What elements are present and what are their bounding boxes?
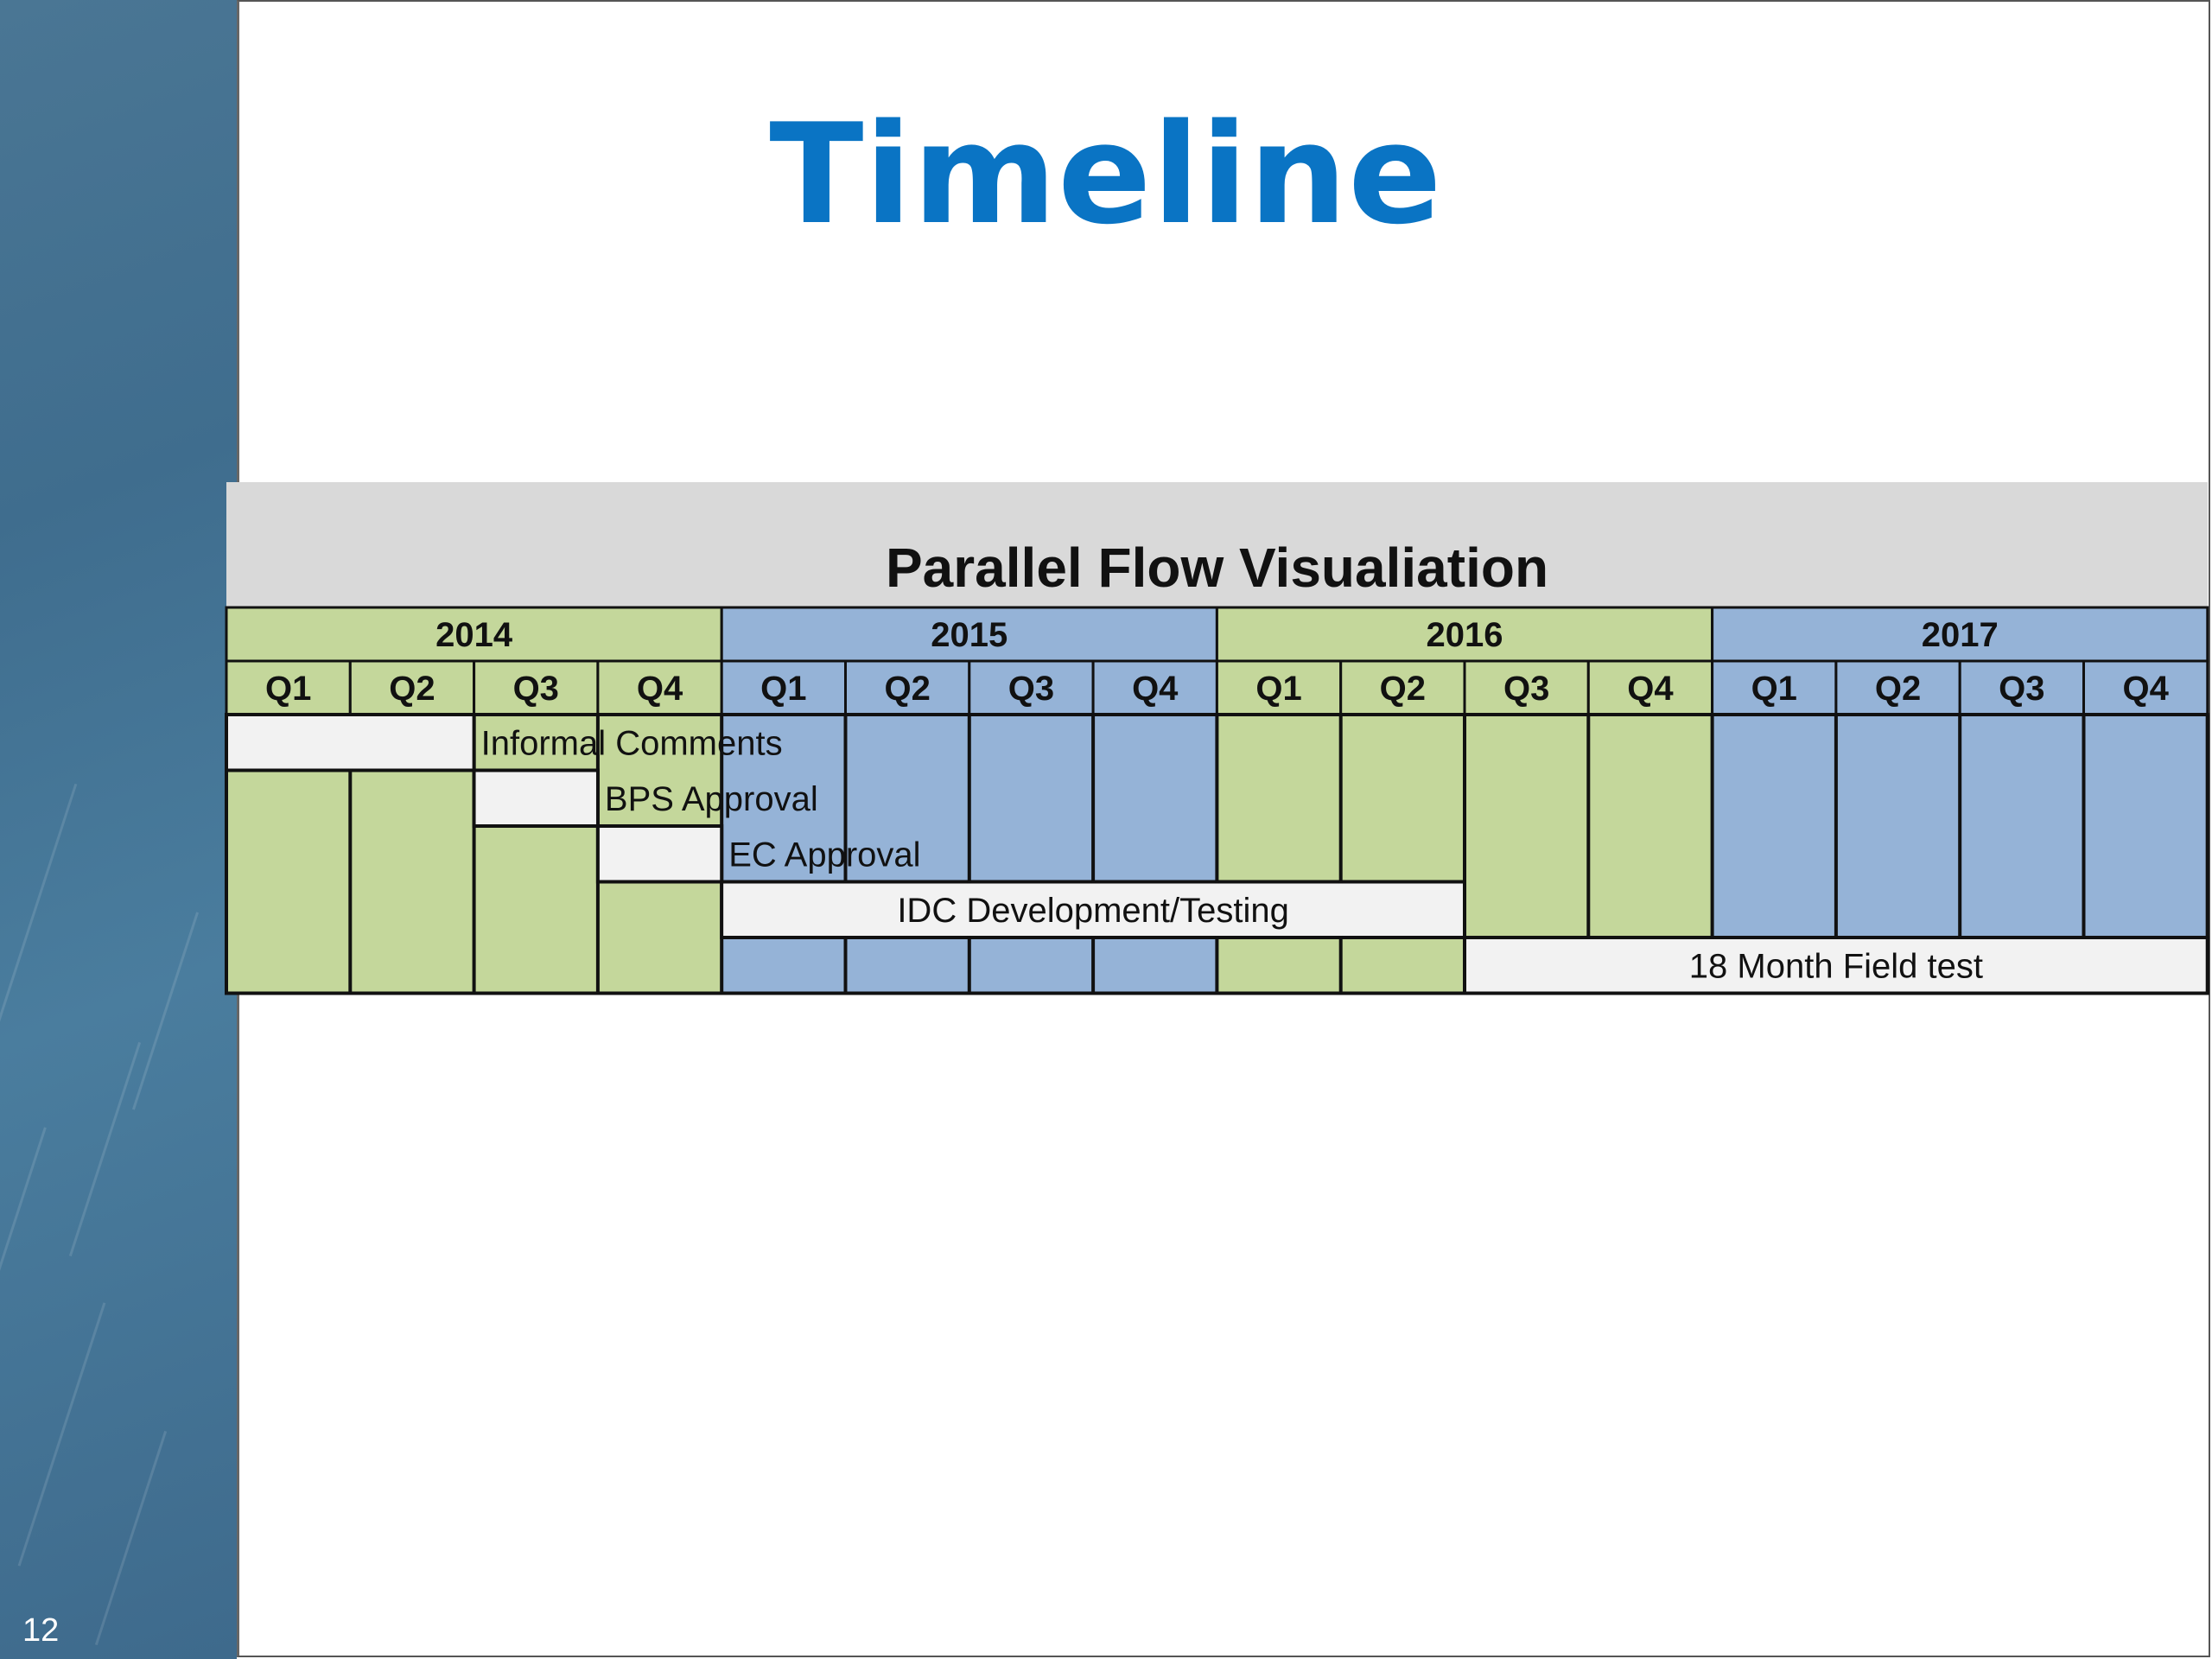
- chart-border: [225, 713, 2209, 995]
- quarter-label: Q2: [389, 670, 435, 708]
- quarter-label: Q4: [1132, 670, 1179, 708]
- quarter-label: Q1: [265, 670, 311, 708]
- decorative-water-band: [0, 0, 237, 1659]
- quarter-header-cell: [720, 659, 848, 716]
- quarter-header-cell: [968, 659, 1095, 716]
- task-bar-fill: [475, 772, 596, 824]
- task-label: EC Approval: [728, 836, 920, 874]
- quarter-column: [1093, 715, 1217, 994]
- quarter-label: Q3: [1008, 670, 1054, 708]
- quarter-column: [1340, 715, 1465, 994]
- task-bar-fill: [228, 716, 473, 769]
- quarter-label: Q2: [1875, 670, 1921, 708]
- year-header-cell: [720, 606, 1218, 663]
- quarter-header-cell: [2082, 659, 2209, 716]
- task-bar-fill: [599, 828, 721, 880]
- quarter-label: Q1: [760, 670, 806, 708]
- quarter-header-cell: [1711, 659, 1838, 716]
- quarter-label: Q3: [513, 670, 559, 708]
- quarter-label: Q2: [884, 670, 930, 708]
- year-label: 2017: [1922, 616, 1999, 654]
- chart-title-bar: [226, 482, 2208, 607]
- year-label: 2015: [931, 616, 1007, 654]
- quarter-label: Q3: [1503, 670, 1549, 708]
- task-bar-fill: [723, 883, 1463, 936]
- year-label: 2016: [1427, 616, 1503, 654]
- task-label: 18 Month Field test: [1689, 947, 1983, 985]
- quarter-column: [1217, 715, 1341, 994]
- quarter-header-cell: [844, 659, 971, 716]
- quarter-label: Q2: [1380, 670, 1426, 708]
- quarter-header-cell: [348, 659, 476, 716]
- quarter-column: [845, 715, 969, 994]
- quarter-column: [969, 715, 1094, 994]
- quarter-column: [721, 715, 846, 994]
- quarter-label: Q1: [1751, 670, 1797, 708]
- slide-title: Timeline: [769, 93, 1443, 255]
- year-label: 2014: [435, 616, 513, 654]
- quarter-label: Q4: [2122, 670, 2169, 708]
- task-bar-fill: [1466, 939, 2206, 992]
- task-label: IDC Development/Testing: [897, 892, 1289, 930]
- quarter-label: Q1: [1255, 670, 1301, 708]
- quarter-header-cell: [1091, 659, 1218, 716]
- year-header-cell: [1215, 606, 1714, 663]
- task-label: Informal Comments: [481, 724, 783, 762]
- page-number: 12: [22, 1612, 60, 1649]
- quarter-header-cell: [473, 659, 600, 716]
- quarter-column: [474, 715, 598, 994]
- quarter-label: Q4: [637, 670, 683, 708]
- quarter-header-cell: [1463, 659, 1590, 716]
- chart-title: Parallel Flow Visualiation: [885, 537, 1549, 599]
- quarter-header-cell: [1958, 659, 2085, 716]
- quarter-label: Q3: [1999, 670, 2044, 708]
- quarter-label: Q4: [1627, 670, 1674, 708]
- task-label: BPS Approval: [605, 780, 818, 818]
- year-header-cell: [1711, 606, 2209, 663]
